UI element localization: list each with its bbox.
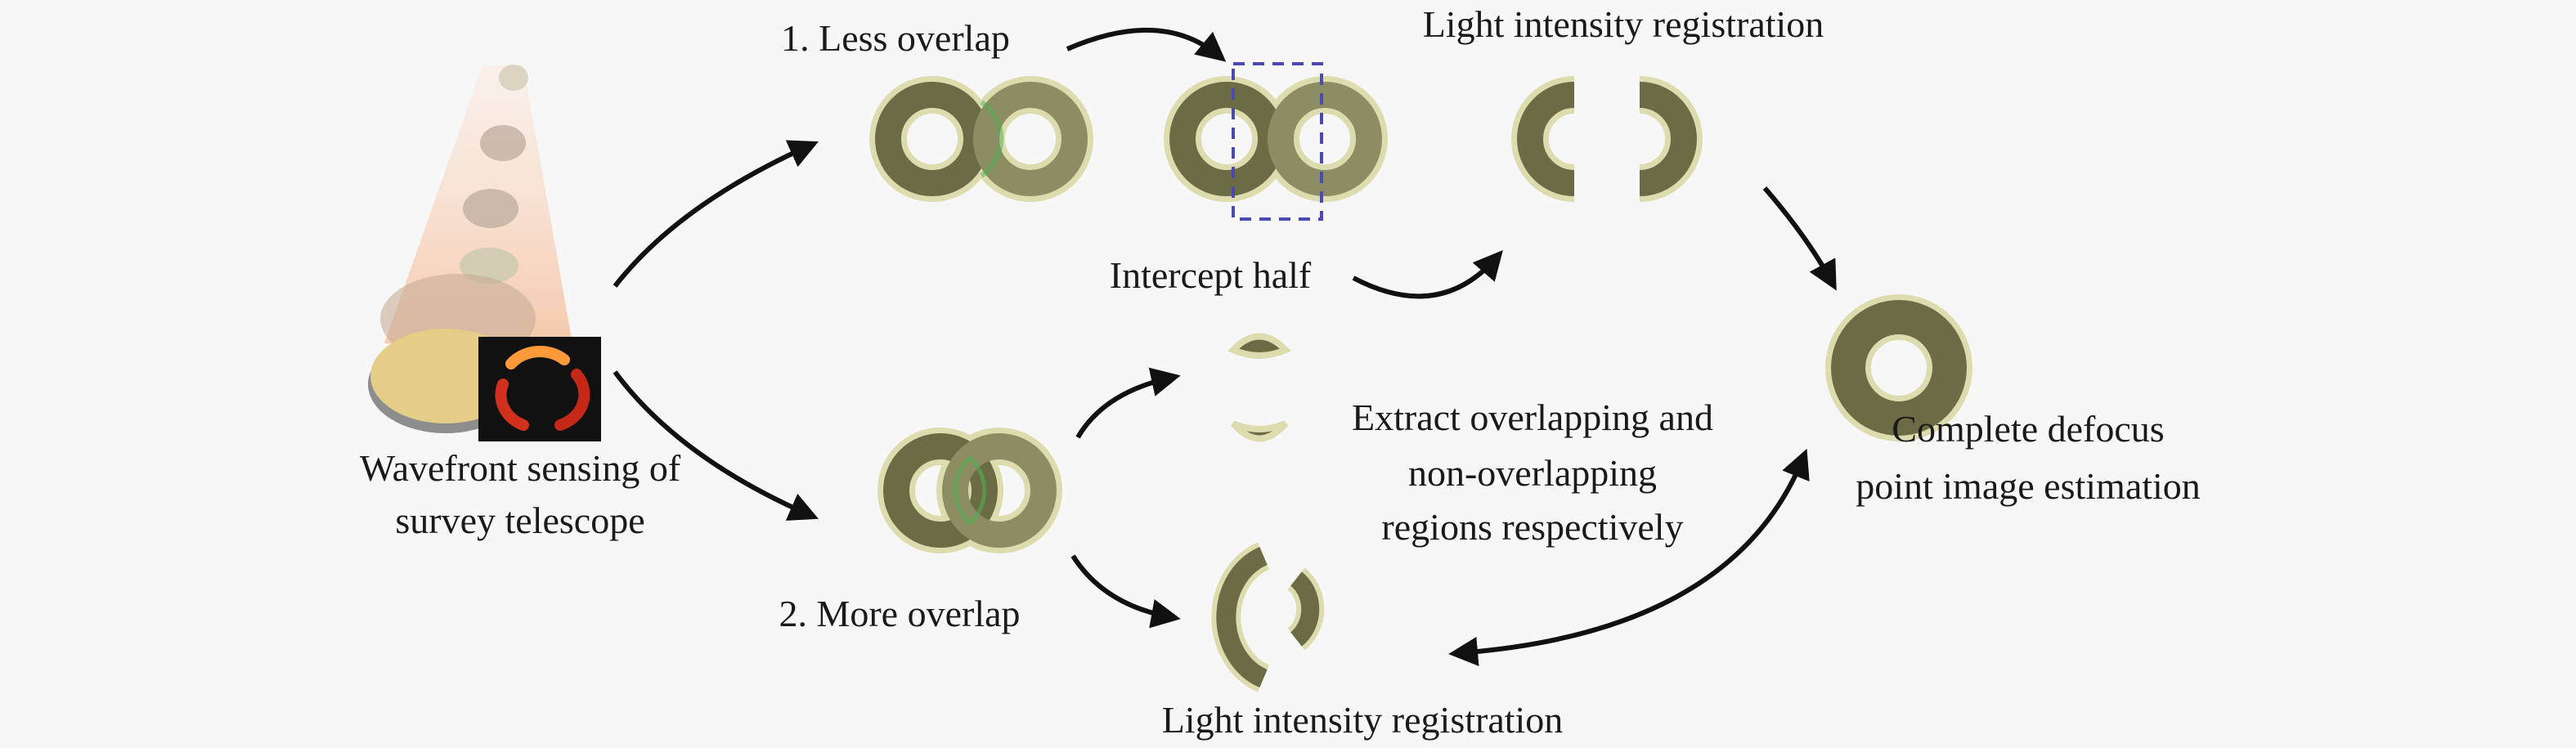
extract-label-line3: regions respectively [1381, 506, 1683, 548]
defocus-spot-icon [495, 345, 590, 431]
extract-label-line2: non-overlapping [1408, 452, 1657, 494]
less-overlap-ring-pair [869, 76, 1093, 202]
arrow-to-complete [1762, 186, 1837, 291]
registered-half-rings [1511, 76, 1703, 202]
intercept-dashed-box [1232, 62, 1323, 221]
intercept-ring-pair [1164, 62, 1388, 221]
less-overlap-label: 1. Less overlap [781, 17, 1010, 59]
survey-telescope-illustration [368, 65, 601, 441]
complete-label-line1: Complete defocus [1892, 408, 2164, 450]
registration-top-label: Light intensity registration [1423, 3, 1824, 45]
more-overlap-label: 2. More overlap [779, 593, 1020, 634]
arrow-to-extract [1075, 367, 1181, 439]
telescope-label-line1: Wavefront sensing of [360, 447, 681, 489]
intercept-half-label: Intercept half [1110, 254, 1312, 296]
arrow-to-intercept [1066, 27, 1227, 62]
bidirectional-arrow [1448, 448, 1810, 666]
registration-bottom-label: Light intensity registration [1162, 699, 1564, 741]
arrow-to-registration [1352, 249, 1503, 299]
arrow-to-more-overlap [613, 370, 819, 521]
more-overlap-ring-pair [877, 428, 1062, 553]
arrow-to-less-overlap [613, 140, 819, 288]
arrow-to-bottom-registration [1070, 554, 1181, 629]
complete-defocus-ring [1825, 294, 1972, 441]
telescope-label-line2: survey telescope [395, 499, 644, 541]
extracted-regions [1227, 333, 1291, 442]
registered-crescents [1211, 542, 1325, 692]
complete-label-line2: point image estimation [1856, 465, 2201, 507]
extract-label-line1: Extract overlapping and [1352, 396, 1713, 438]
